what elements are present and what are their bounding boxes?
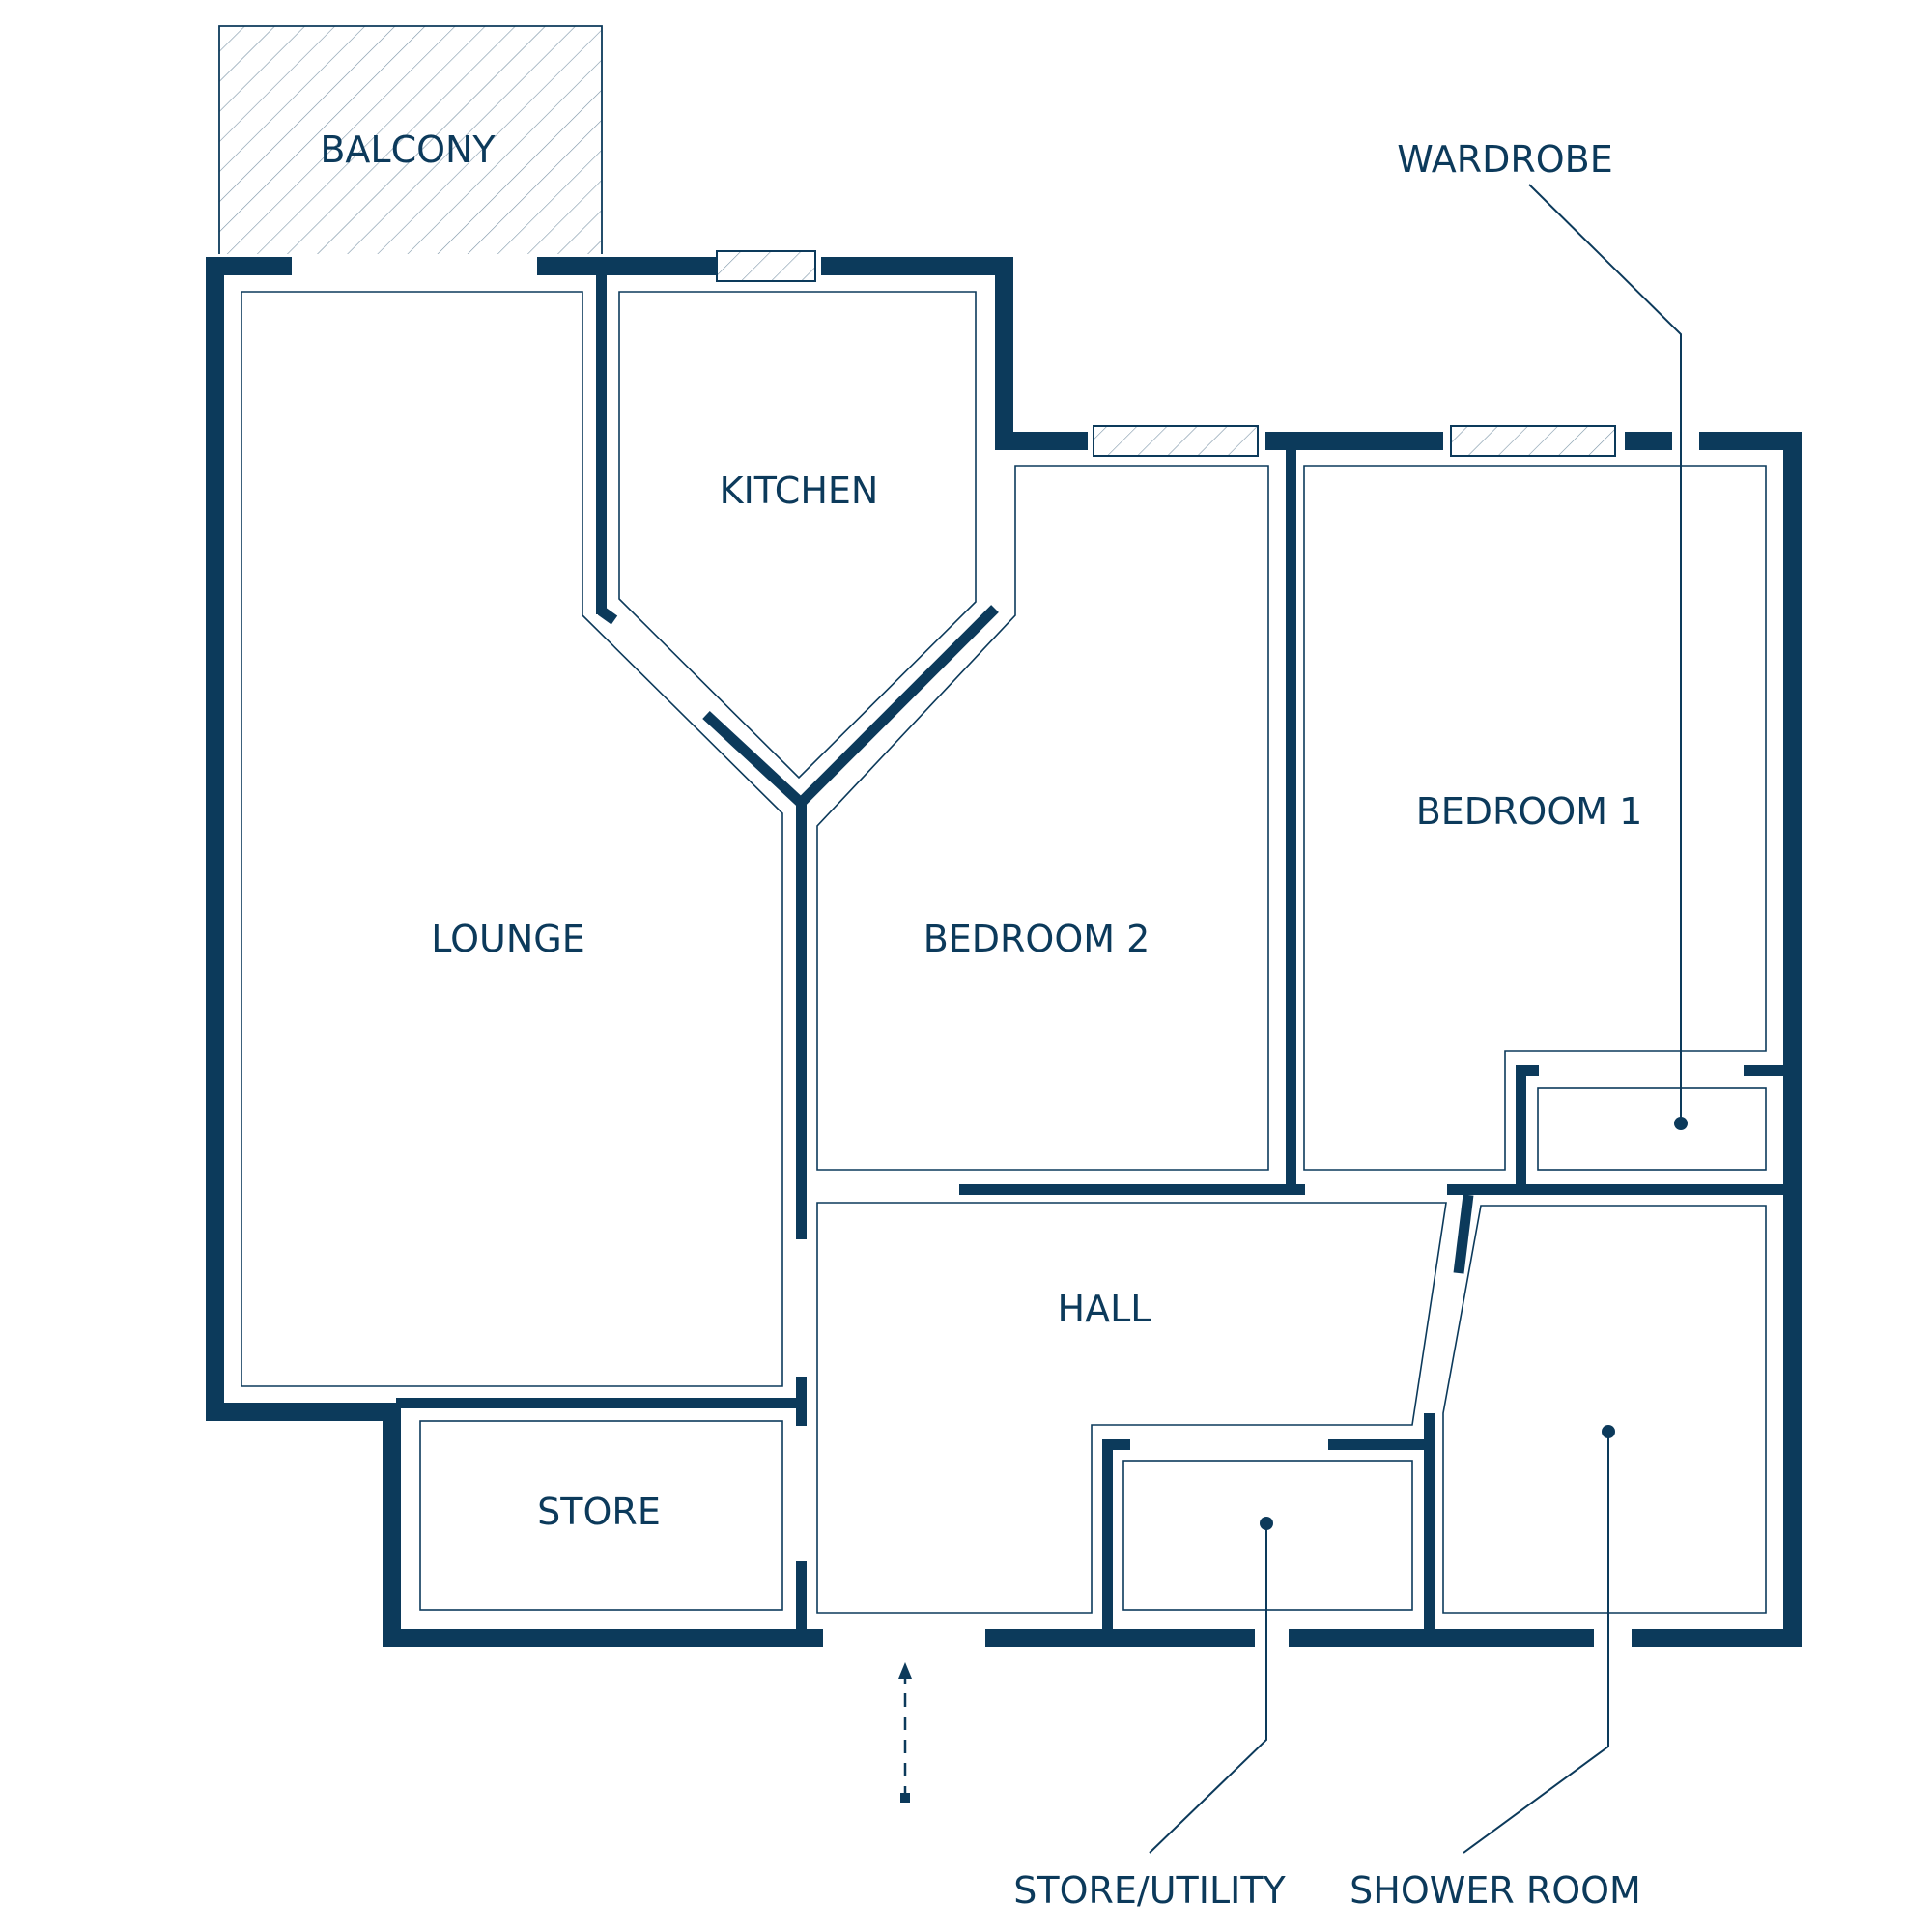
label-bedroom-2: BEDROOM 2 [923,918,1151,960]
label-shower-room: SHOWER ROOM [1350,1869,1641,1912]
label-lounge: LOUNGE [431,918,584,960]
outer-walls [206,257,1802,1647]
label-wardrobe: WARDROBE [1397,138,1613,181]
interior-walls [396,257,1802,1647]
label-store-utility: STORE/UTILITY [1013,1869,1286,1912]
label-hall: HALL [1058,1288,1151,1330]
label-bedroom-1: BEDROOM 1 [1416,790,1643,833]
label-store: STORE [537,1491,661,1533]
entrance-arrow-icon [898,1662,912,1803]
label-balcony: BALCONY [320,128,496,171]
label-kitchen: KITCHEN [720,469,879,512]
balcony [218,25,603,254]
windows [716,250,1616,457]
room-outlines [241,291,1767,1614]
leader-lines [1149,184,1688,1854]
